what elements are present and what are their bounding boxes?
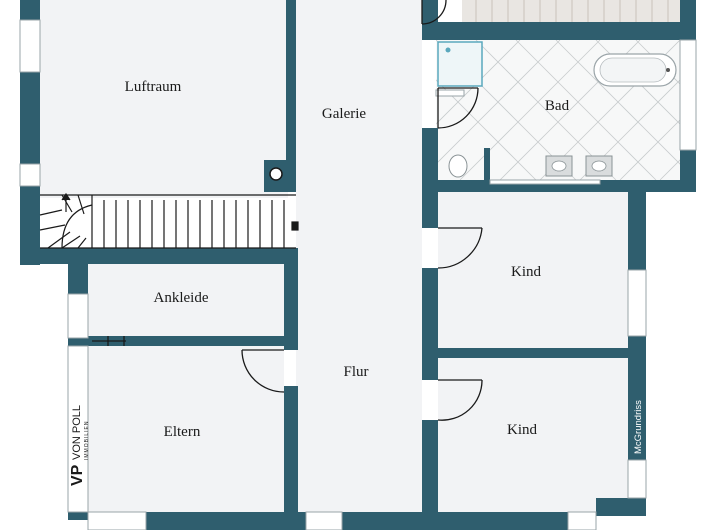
room-label-luftraum: Luftraum xyxy=(125,79,182,95)
room-label-kind-lower: Kind xyxy=(507,422,538,438)
logo-name: VON POLL xyxy=(71,405,83,460)
bathroom-fixtures xyxy=(437,41,677,178)
credit-text: McGrundriss xyxy=(633,400,644,454)
room-label-kind-upper: Kind xyxy=(511,264,542,280)
shower-icon xyxy=(437,41,483,87)
doors xyxy=(92,0,483,421)
roof-strip xyxy=(462,0,686,22)
staircase xyxy=(39,192,299,249)
room-label-bad: Bad xyxy=(545,98,570,114)
pillar-icon xyxy=(269,167,283,181)
von-poll-logo: VP VON POLL IMMOBILIEN xyxy=(69,405,90,486)
logo-letters: VP xyxy=(69,464,86,486)
credit-label: McGrundriss xyxy=(633,400,644,454)
room-label-flur: Flur xyxy=(343,364,368,380)
windows xyxy=(19,19,697,530)
logo-subtitle: IMMOBILIEN xyxy=(84,421,90,460)
room-label-ankleide: Ankleide xyxy=(154,290,209,306)
room-label-eltern: Eltern xyxy=(164,424,201,440)
room-labels: Luftraum Galerie Bad Ankleide Kind Flur … xyxy=(125,79,570,440)
floors xyxy=(40,0,680,520)
toilet-icon xyxy=(448,154,468,178)
room-label-galerie: Galerie xyxy=(322,106,366,122)
